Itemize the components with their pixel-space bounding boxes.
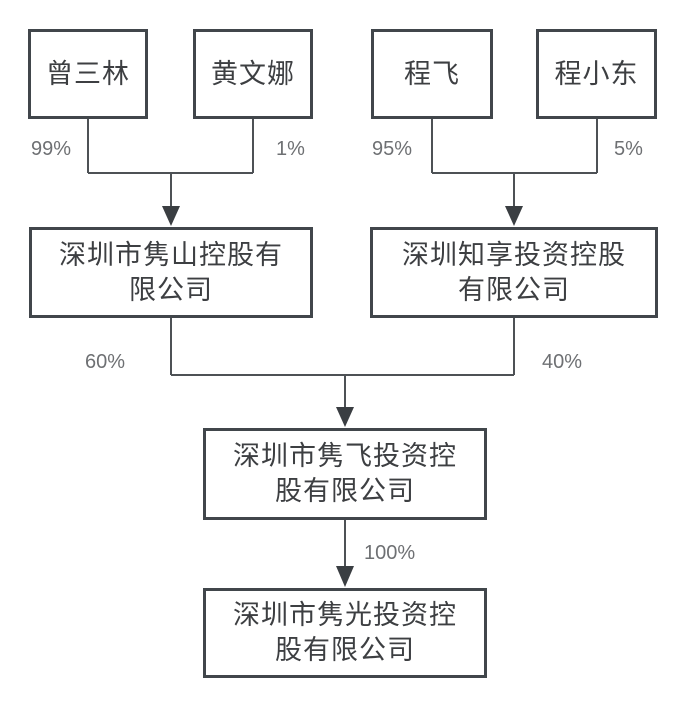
stake-label-100: 100% <box>364 542 416 564</box>
stake-label-60: 60% <box>85 351 126 373</box>
node-company-junfei-investment-holding: 深圳市隽飞投资控 股有限公司 <box>203 428 487 520</box>
node-shareholder-cheng-xiao-dong: 程小东 <box>536 29 657 119</box>
connector-left-merge <box>87 119 254 207</box>
connector-middle-merge <box>170 318 515 408</box>
node-shareholder-zeng-san-lin: 曾三林 <box>28 29 148 119</box>
node-shareholder-cheng-fei: 程飞 <box>371 29 493 119</box>
stake-label-40: 40% <box>542 351 583 373</box>
stake-label-95: 95% <box>372 138 413 160</box>
arrowhead-down-icon <box>162 206 180 226</box>
node-shareholder-huang-wen-na: 黄文娜 <box>193 29 313 119</box>
arrowhead-down-icon <box>336 407 354 427</box>
node-company-junguang-investment-holding: 深圳市隽光投资控 股有限公司 <box>203 588 487 678</box>
stake-label-99: 99% <box>31 138 72 160</box>
node-company-junshan-holding: 深圳市隽山控股有 限公司 <box>29 227 313 318</box>
arrowhead-down-icon <box>505 206 523 226</box>
arrowhead-down-icon <box>336 566 354 587</box>
stake-label-5: 5% <box>614 138 643 160</box>
node-company-zhixiang-investment-holding: 深圳知享投资控股 有限公司 <box>370 227 658 318</box>
stake-label-1: 1% <box>276 138 305 160</box>
connector-right-merge <box>431 119 598 207</box>
